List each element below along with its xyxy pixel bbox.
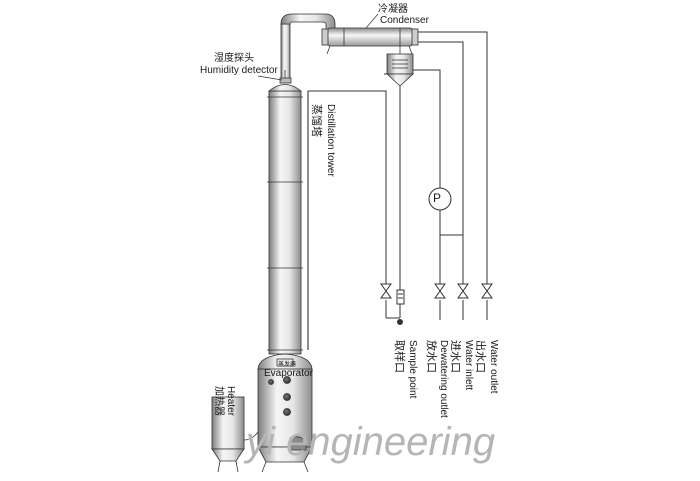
water-inlet-label-en: Water inlett	[463, 340, 474, 391]
distillation-tower	[267, 84, 325, 355]
evaporator	[257, 353, 313, 473]
humidity-detector	[279, 70, 292, 84]
pump-symbol: P	[433, 191, 442, 205]
evaporator-label-zh: 蒸发器	[278, 361, 297, 368]
water-outlet-label-en: Water outlet	[488, 340, 499, 394]
sample-point-label-en: Sample point	[407, 340, 418, 399]
condenser-label-en: Condenser	[380, 15, 429, 26]
humidity-detector-label-en: Humidity detector	[200, 65, 278, 76]
humidity-detector-label-zh: 湿度探头	[214, 53, 254, 64]
valve-water-outlet	[481, 283, 493, 299]
heater-label-en: Heater	[225, 386, 236, 417]
evaporator-label-en: Evaporator	[264, 368, 313, 379]
leader-lines	[257, 13, 379, 81]
condenser	[321, 27, 419, 87]
tower-label-en: Distillation tower	[325, 104, 336, 177]
condenser-label-zh: 冷凝器	[378, 4, 408, 15]
dewatering-outlet-label-zh: 放水口	[425, 340, 438, 373]
dewatering-outlet-label-en: Dewatering outlet	[438, 340, 449, 418]
water-inlet-label-zh: 进水口	[449, 340, 462, 373]
heater-label-zh: 加热器	[213, 386, 224, 416]
heater	[211, 396, 259, 473]
watermark: yi engineering	[246, 420, 496, 464]
valve-sample	[380, 283, 405, 325]
sample-point-label-zh: 取样口	[393, 340, 406, 373]
piping	[325, 31, 488, 320]
tower-label-zh: 蒸馏塔	[310, 104, 323, 137]
water-outlet-label-zh: 出水口	[474, 340, 487, 373]
pump	[428, 187, 452, 211]
vapor-pipe	[280, 13, 336, 81]
valve-water-inlet	[457, 283, 469, 299]
valve-dewatering	[434, 283, 446, 299]
